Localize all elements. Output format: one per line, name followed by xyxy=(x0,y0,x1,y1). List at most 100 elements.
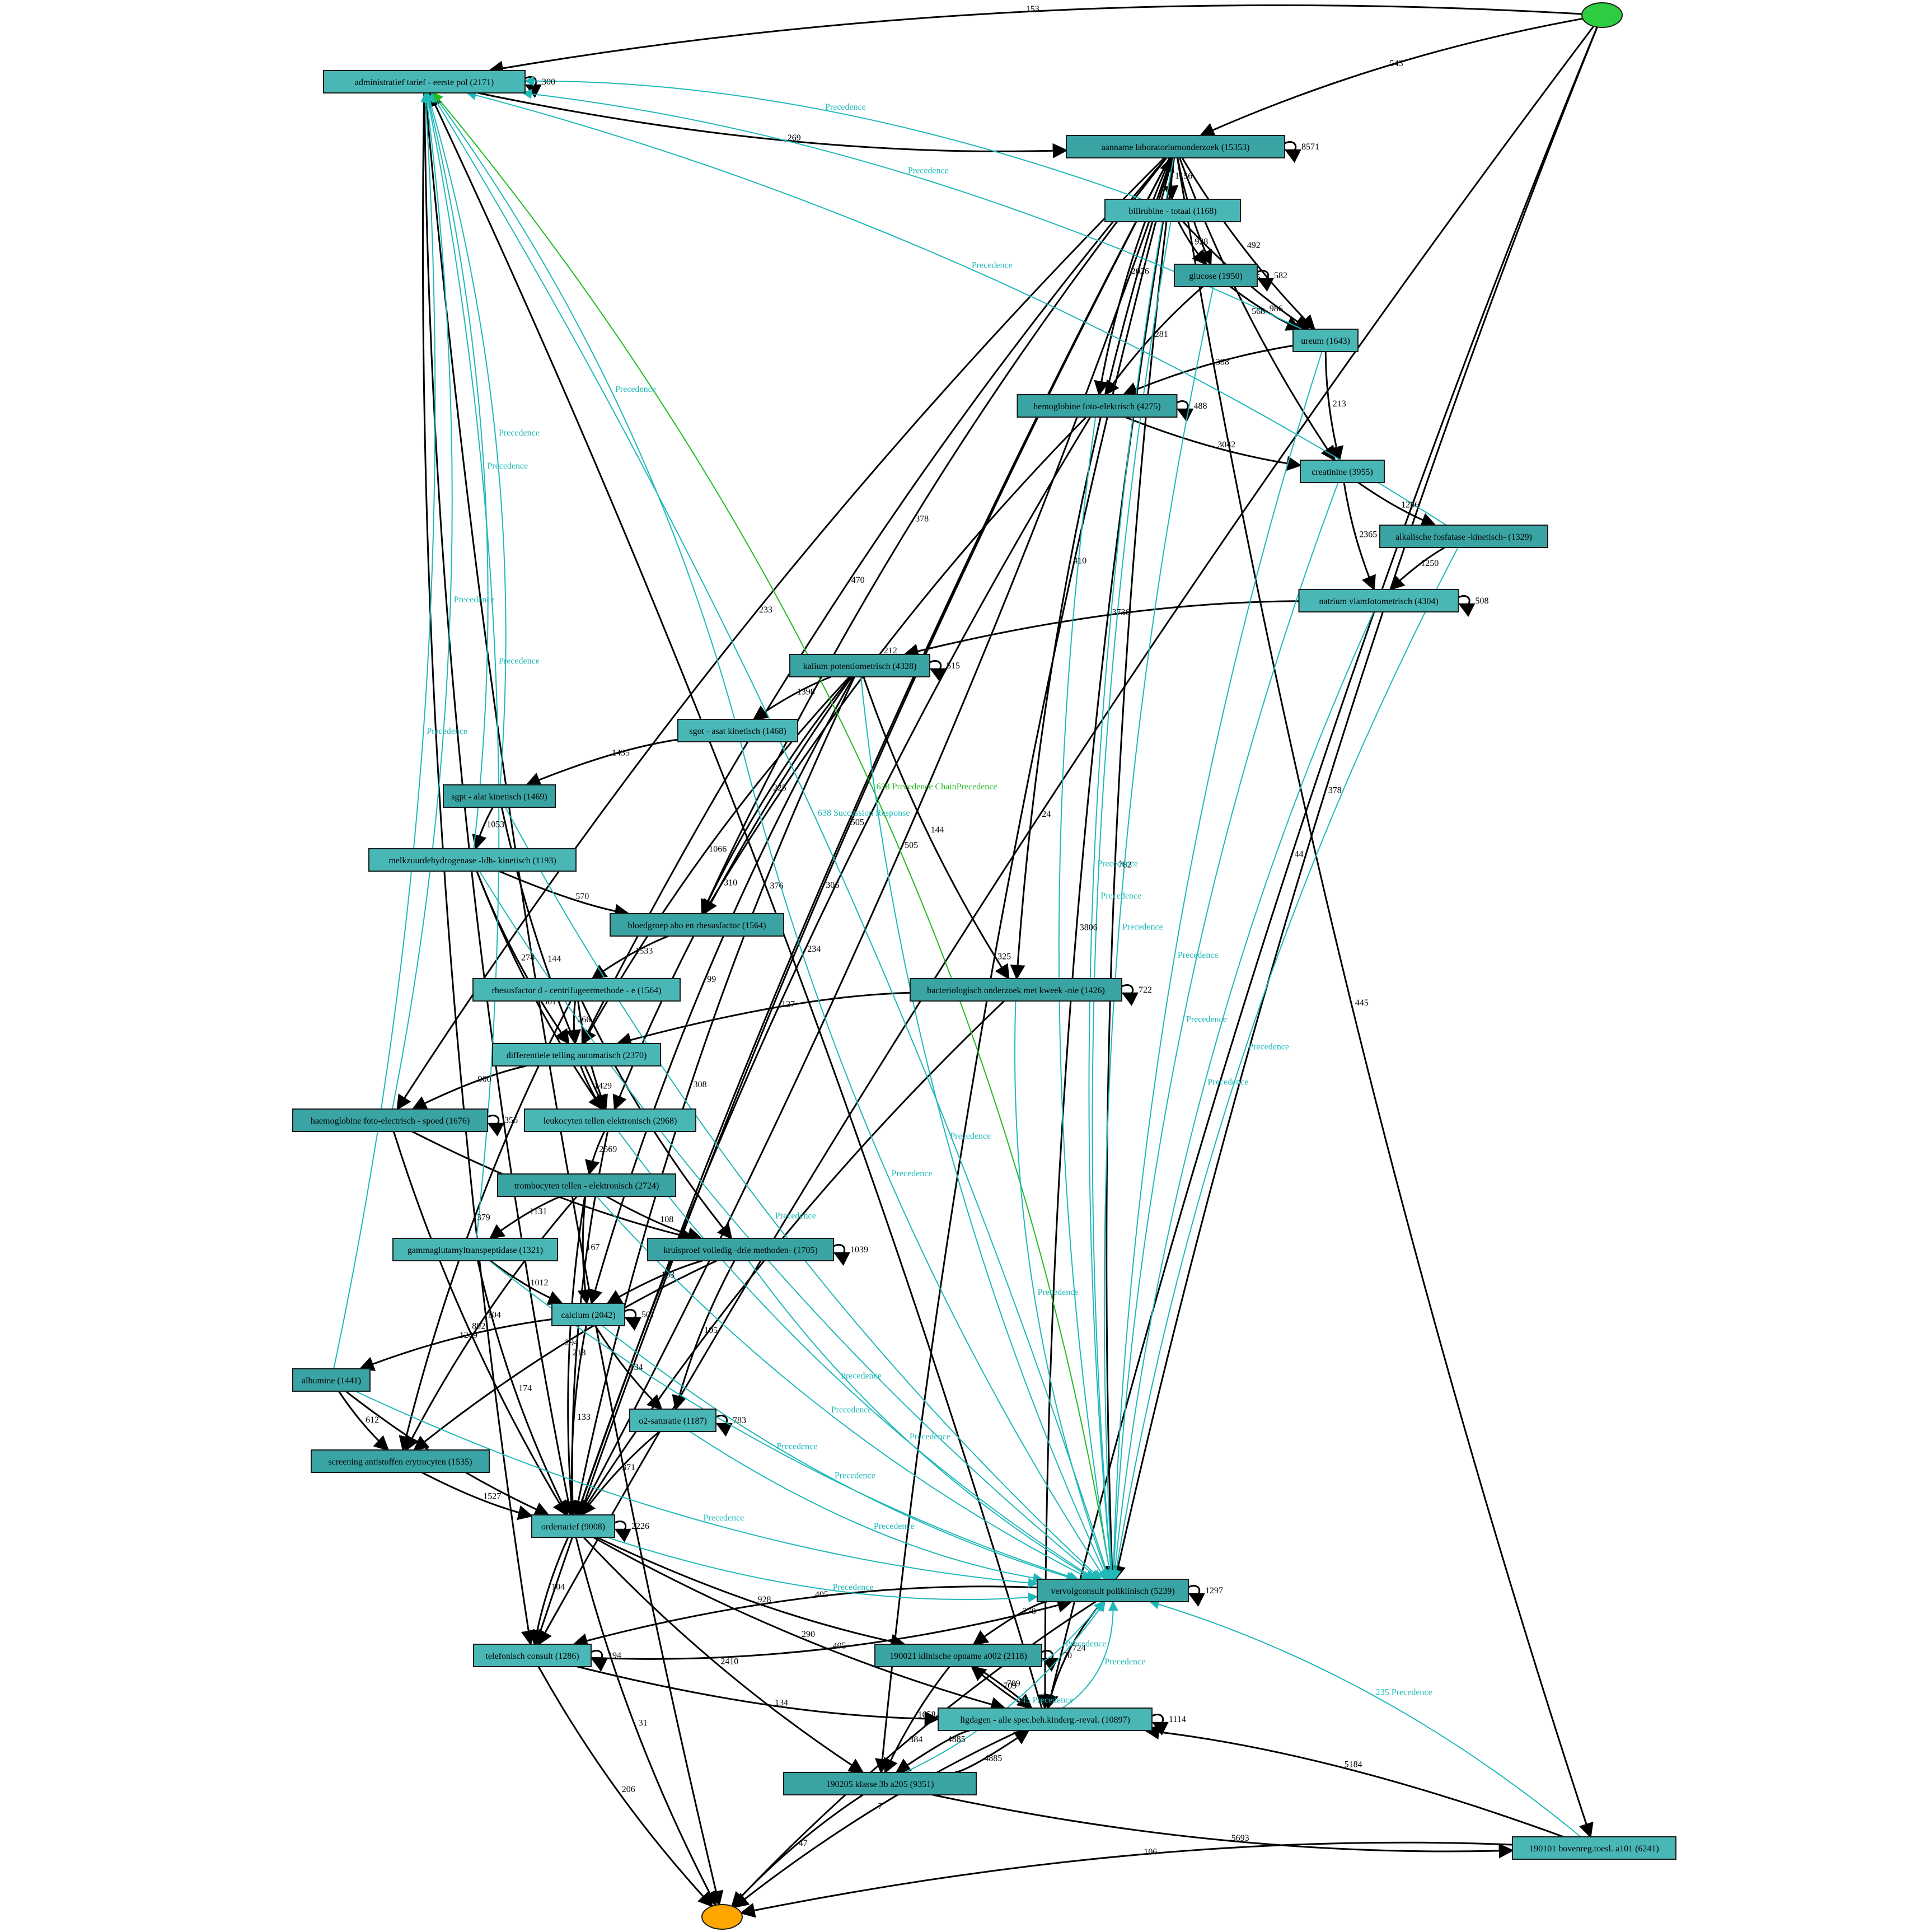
activity-node-trombo[interactable]: trombocyten tellen - elektronisch (2724) xyxy=(497,1173,676,1197)
activity-node-alk[interactable]: alkalische fosfatase -kinetisch- (1329) xyxy=(1379,525,1548,548)
edge-line xyxy=(596,1536,906,1649)
activity-node-bili[interactable]: bilirubine - totaal (1168) xyxy=(1104,199,1241,222)
edge-diff-to-leuko xyxy=(579,1065,604,1111)
node-box xyxy=(368,848,577,872)
edge-trombo-to-vervolg-precedence xyxy=(596,1196,1092,1580)
edge-admin-to-aanname xyxy=(477,92,1068,158)
activity-node-admin[interactable]: administratief tarief - eerste pol (2171… xyxy=(323,70,526,93)
edge-vervolg-to-end xyxy=(731,1601,1097,1907)
edge-o2-to-o2 xyxy=(715,1415,733,1437)
edge-ureum-to-vervolg-precedence xyxy=(1108,351,1323,1580)
activity-node-bovenreg[interactable]: 190101 bovenreg.toesl. a101 (6241) xyxy=(1512,1836,1676,1860)
edge-vervolg-to-klin xyxy=(972,1601,1047,1645)
activity-node-order[interactable]: ordertarief (9008) xyxy=(531,1514,615,1538)
node-label: kruisproef volledig -drie methoden- (170… xyxy=(663,1246,817,1255)
activity-node-lig[interactable]: ligdagen - alle spec.beh.kinderg.-reval.… xyxy=(938,1708,1153,1731)
activity-node-klin[interactable]: 190021 klinische opname a002 (2118) xyxy=(874,1644,1042,1667)
node-label: o2-saturatie (1187) xyxy=(639,1416,707,1426)
node-box xyxy=(492,1043,661,1066)
edge-albu-to-screen xyxy=(338,1391,390,1451)
edge-label-105: 105 xyxy=(704,1326,718,1335)
node-box xyxy=(551,1303,625,1326)
edge-line xyxy=(524,76,542,98)
edge-alk-to-vervolg-precedence xyxy=(1111,547,1459,1580)
edge-label-470: 470 xyxy=(851,576,865,585)
edge-line xyxy=(421,1471,533,1521)
edge-line xyxy=(477,92,1068,158)
edge-calcium-to-calcium xyxy=(624,1309,641,1331)
edge-label-270: 270 xyxy=(1023,1607,1036,1616)
edge-gamma-to-order xyxy=(477,1260,569,1517)
activity-node-screen[interactable]: screening antistoffen erytrocyten (1535) xyxy=(311,1449,490,1473)
edge-line xyxy=(424,92,724,1906)
activity-node-vervolg[interactable]: vervolgconsult poliklinisch (5239) xyxy=(1037,1579,1189,1602)
edge-line xyxy=(1122,344,1294,397)
edge-kalium-to-calcium xyxy=(588,676,855,1305)
edge-line xyxy=(895,1729,971,1774)
edge-label-2410: 2410 xyxy=(720,1657,738,1666)
node-box xyxy=(524,1108,696,1132)
activity-node-creat[interactable]: creatinine (3955) xyxy=(1300,460,1385,483)
edge-kruis-to-kruis xyxy=(833,1244,850,1266)
edge-label-precedence: Precedence xyxy=(950,1131,991,1141)
start-node[interactable] xyxy=(1581,2,1623,28)
node-label: ureum (1643) xyxy=(1301,336,1350,346)
node-box xyxy=(1037,1579,1189,1602)
edge-kalium-to-leuko xyxy=(612,676,853,1111)
activity-node-rhesus[interactable]: rhesusfactor d - centrifugeermethode - e… xyxy=(472,978,681,1002)
edge-line xyxy=(588,676,855,1305)
node-label: 190101 bovenreg.toesl. a101 (6241) xyxy=(1529,1844,1659,1854)
activity-node-melk[interactable]: melkzuurdehydrogenase -ldh- kinetisch (1… xyxy=(368,848,577,872)
edge-label-104: 104 xyxy=(488,1311,501,1320)
edge-label-218: 218 xyxy=(573,1348,586,1358)
edge-label-precedence: Precedence xyxy=(1104,1657,1145,1667)
activity-node-haemo[interactable]: haemoglobine foto-electrisch - spoed (16… xyxy=(292,1108,488,1132)
edge-label-precedence: Precedence xyxy=(1097,859,1138,869)
edge-line xyxy=(860,676,1109,1580)
activity-node-klasse[interactable]: 190205 klasse 3b a205 (9351) xyxy=(783,1772,977,1795)
activity-node-bloed[interactable]: bloedgroep abo en rhesusfactor (1564) xyxy=(610,913,784,937)
edge-label-170: 170 xyxy=(1058,1651,1072,1660)
end-node[interactable] xyxy=(701,1904,743,1930)
activity-node-gamma[interactable]: gammaglutamyltranspeptidase (1321) xyxy=(392,1238,558,1261)
activity-node-natrium[interactable]: natrium vlamfotometrisch (4304) xyxy=(1298,589,1459,612)
activity-node-sgpt[interactable]: sgpt - alat kinetisch (1469) xyxy=(443,784,556,808)
activity-node-albu[interactable]: albumine (1441) xyxy=(292,1368,371,1392)
edge-line xyxy=(425,92,507,785)
edge-label-precedence: Precedence xyxy=(499,428,540,438)
edge-line xyxy=(591,1598,1073,1660)
edge-label-2569: 2569 xyxy=(599,1145,617,1154)
edge-kalium-to-kalium xyxy=(929,660,947,682)
activity-node-leuko[interactable]: leukocyten tellen elektronisch (2968) xyxy=(524,1108,696,1132)
node-box xyxy=(1300,460,1385,483)
edge-label-1286: 1286 xyxy=(1401,500,1419,510)
node-label: calcium (2042) xyxy=(561,1311,615,1320)
activity-node-telef[interactable]: telefonisch consult (1286) xyxy=(473,1644,592,1667)
activity-node-calcium[interactable]: calcium (2042) xyxy=(551,1303,625,1326)
activity-node-aanname[interactable]: aanname laboratoriumonderzoek (15353) xyxy=(1066,135,1285,158)
edge-kalium-to-bloed xyxy=(701,676,851,915)
edge-label-precedence: Precedence xyxy=(1122,922,1163,932)
activity-node-kalium[interactable]: kalium potentiometrisch (4328) xyxy=(789,654,930,677)
activity-node-kruis[interactable]: kruisproef volledig -drie methoden- (170… xyxy=(647,1238,834,1261)
edge-klasse-to-vervolg-precedence xyxy=(904,1601,1106,1773)
edge-label-212: 212 xyxy=(884,646,897,656)
activity-node-bact[interactable]: bacteriologisch onderzoek met kweek -nie… xyxy=(910,978,1122,1002)
edge-trombo-to-order xyxy=(564,1196,586,1517)
edge-label-1388: 1388 xyxy=(1211,358,1229,367)
edge-label-892: 892 xyxy=(472,1321,485,1331)
edge-label-24: 24 xyxy=(1042,810,1051,819)
node-box xyxy=(1066,135,1285,158)
activity-node-hemo[interactable]: hemoglobine foto-elektrisch (4275) xyxy=(1017,394,1178,418)
edge-line xyxy=(593,1536,1006,1712)
activity-node-sgot[interactable]: sgot - asat kinetisch (1468) xyxy=(677,719,798,742)
activity-node-ureum[interactable]: ureum (1643) xyxy=(1292,329,1359,352)
activity-node-glucose[interactable]: glucose (1950) xyxy=(1174,264,1258,287)
node-box xyxy=(938,1708,1153,1731)
activity-node-diff[interactable]: differentiele telling automatisch (2370) xyxy=(492,1043,661,1066)
edge-trombo-to-calcium xyxy=(577,1196,593,1305)
edge-line xyxy=(739,1841,1513,1918)
edge-line xyxy=(929,660,947,682)
activity-node-o2[interactable]: o2-saturatie (1187) xyxy=(629,1409,716,1432)
edge-label-1053: 1053 xyxy=(486,820,504,830)
